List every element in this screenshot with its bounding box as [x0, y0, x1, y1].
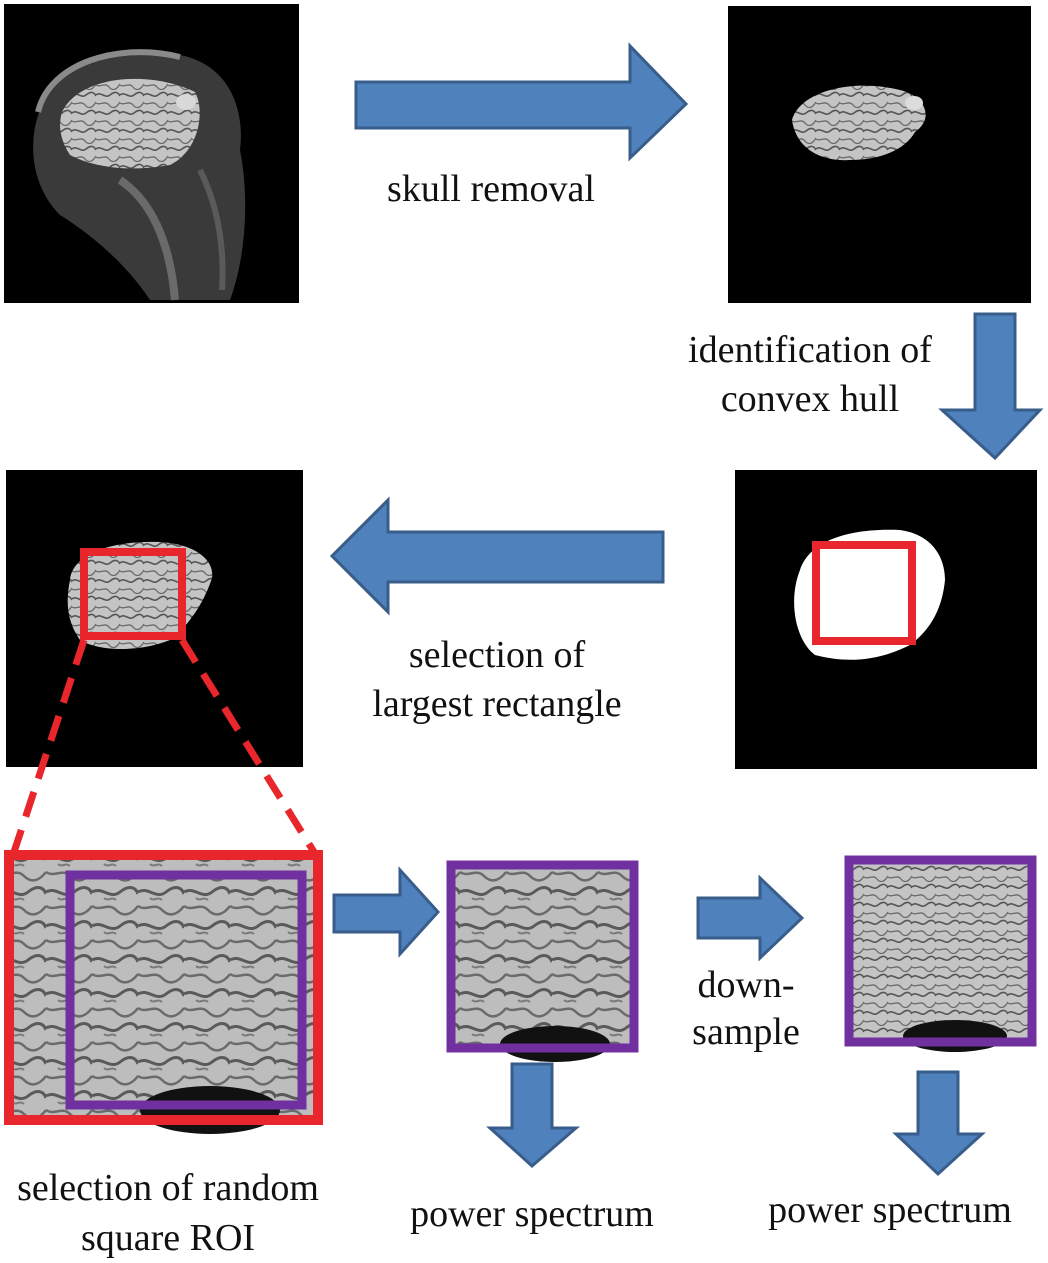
convex-hull-image [735, 470, 1037, 769]
convex-hull-shape [794, 529, 945, 660]
skull-removed-image [728, 6, 1031, 303]
zoom-line-right [179, 638, 317, 854]
convex-hull-arrow-icon [938, 312, 1044, 461]
skull-removal-arrow-icon [354, 42, 689, 162]
downsample-label-line2: sample [692, 1011, 800, 1053]
power-spectrum-label-2: power spectrum [768, 1189, 1012, 1231]
power-spectrum-label-1: power spectrum [410, 1193, 654, 1235]
downsample-label-line1: down- [697, 964, 794, 1006]
largest-rectangle-marker [812, 541, 916, 645]
skull-removal-label: skull removal [387, 168, 595, 210]
downsample-arrow-icon [696, 874, 805, 962]
convex-hull-label-line1: identification of [688, 329, 932, 371]
largest-rectangle-arrow-icon [329, 496, 665, 616]
downsampled-roi-image [844, 855, 1037, 1052]
power-spectrum-arrow-icon-2 [892, 1070, 986, 1177]
zoomed-rectangle-frame [4, 850, 323, 1125]
power-spectrum-arrow-icon-1 [486, 1062, 581, 1169]
largest-rectangle-overlay [80, 548, 186, 640]
rectangle-label-line2: largest rectangle [372, 683, 621, 725]
roi-arrow-icon [332, 866, 441, 958]
original-mri-image [4, 4, 299, 303]
zoomed-rectangle-image [4, 850, 323, 1134]
roi-label-line1: selection of random [17, 1167, 319, 1209]
random-roi-marker [65, 870, 307, 1110]
rectangle-label-line1: selection of [409, 634, 586, 676]
roi-label-line2: square ROI [81, 1217, 255, 1259]
brain-rectangle-image [6, 470, 303, 767]
convex-hull-label-line2: convex hull [721, 378, 899, 420]
roi-image [446, 860, 639, 1062]
